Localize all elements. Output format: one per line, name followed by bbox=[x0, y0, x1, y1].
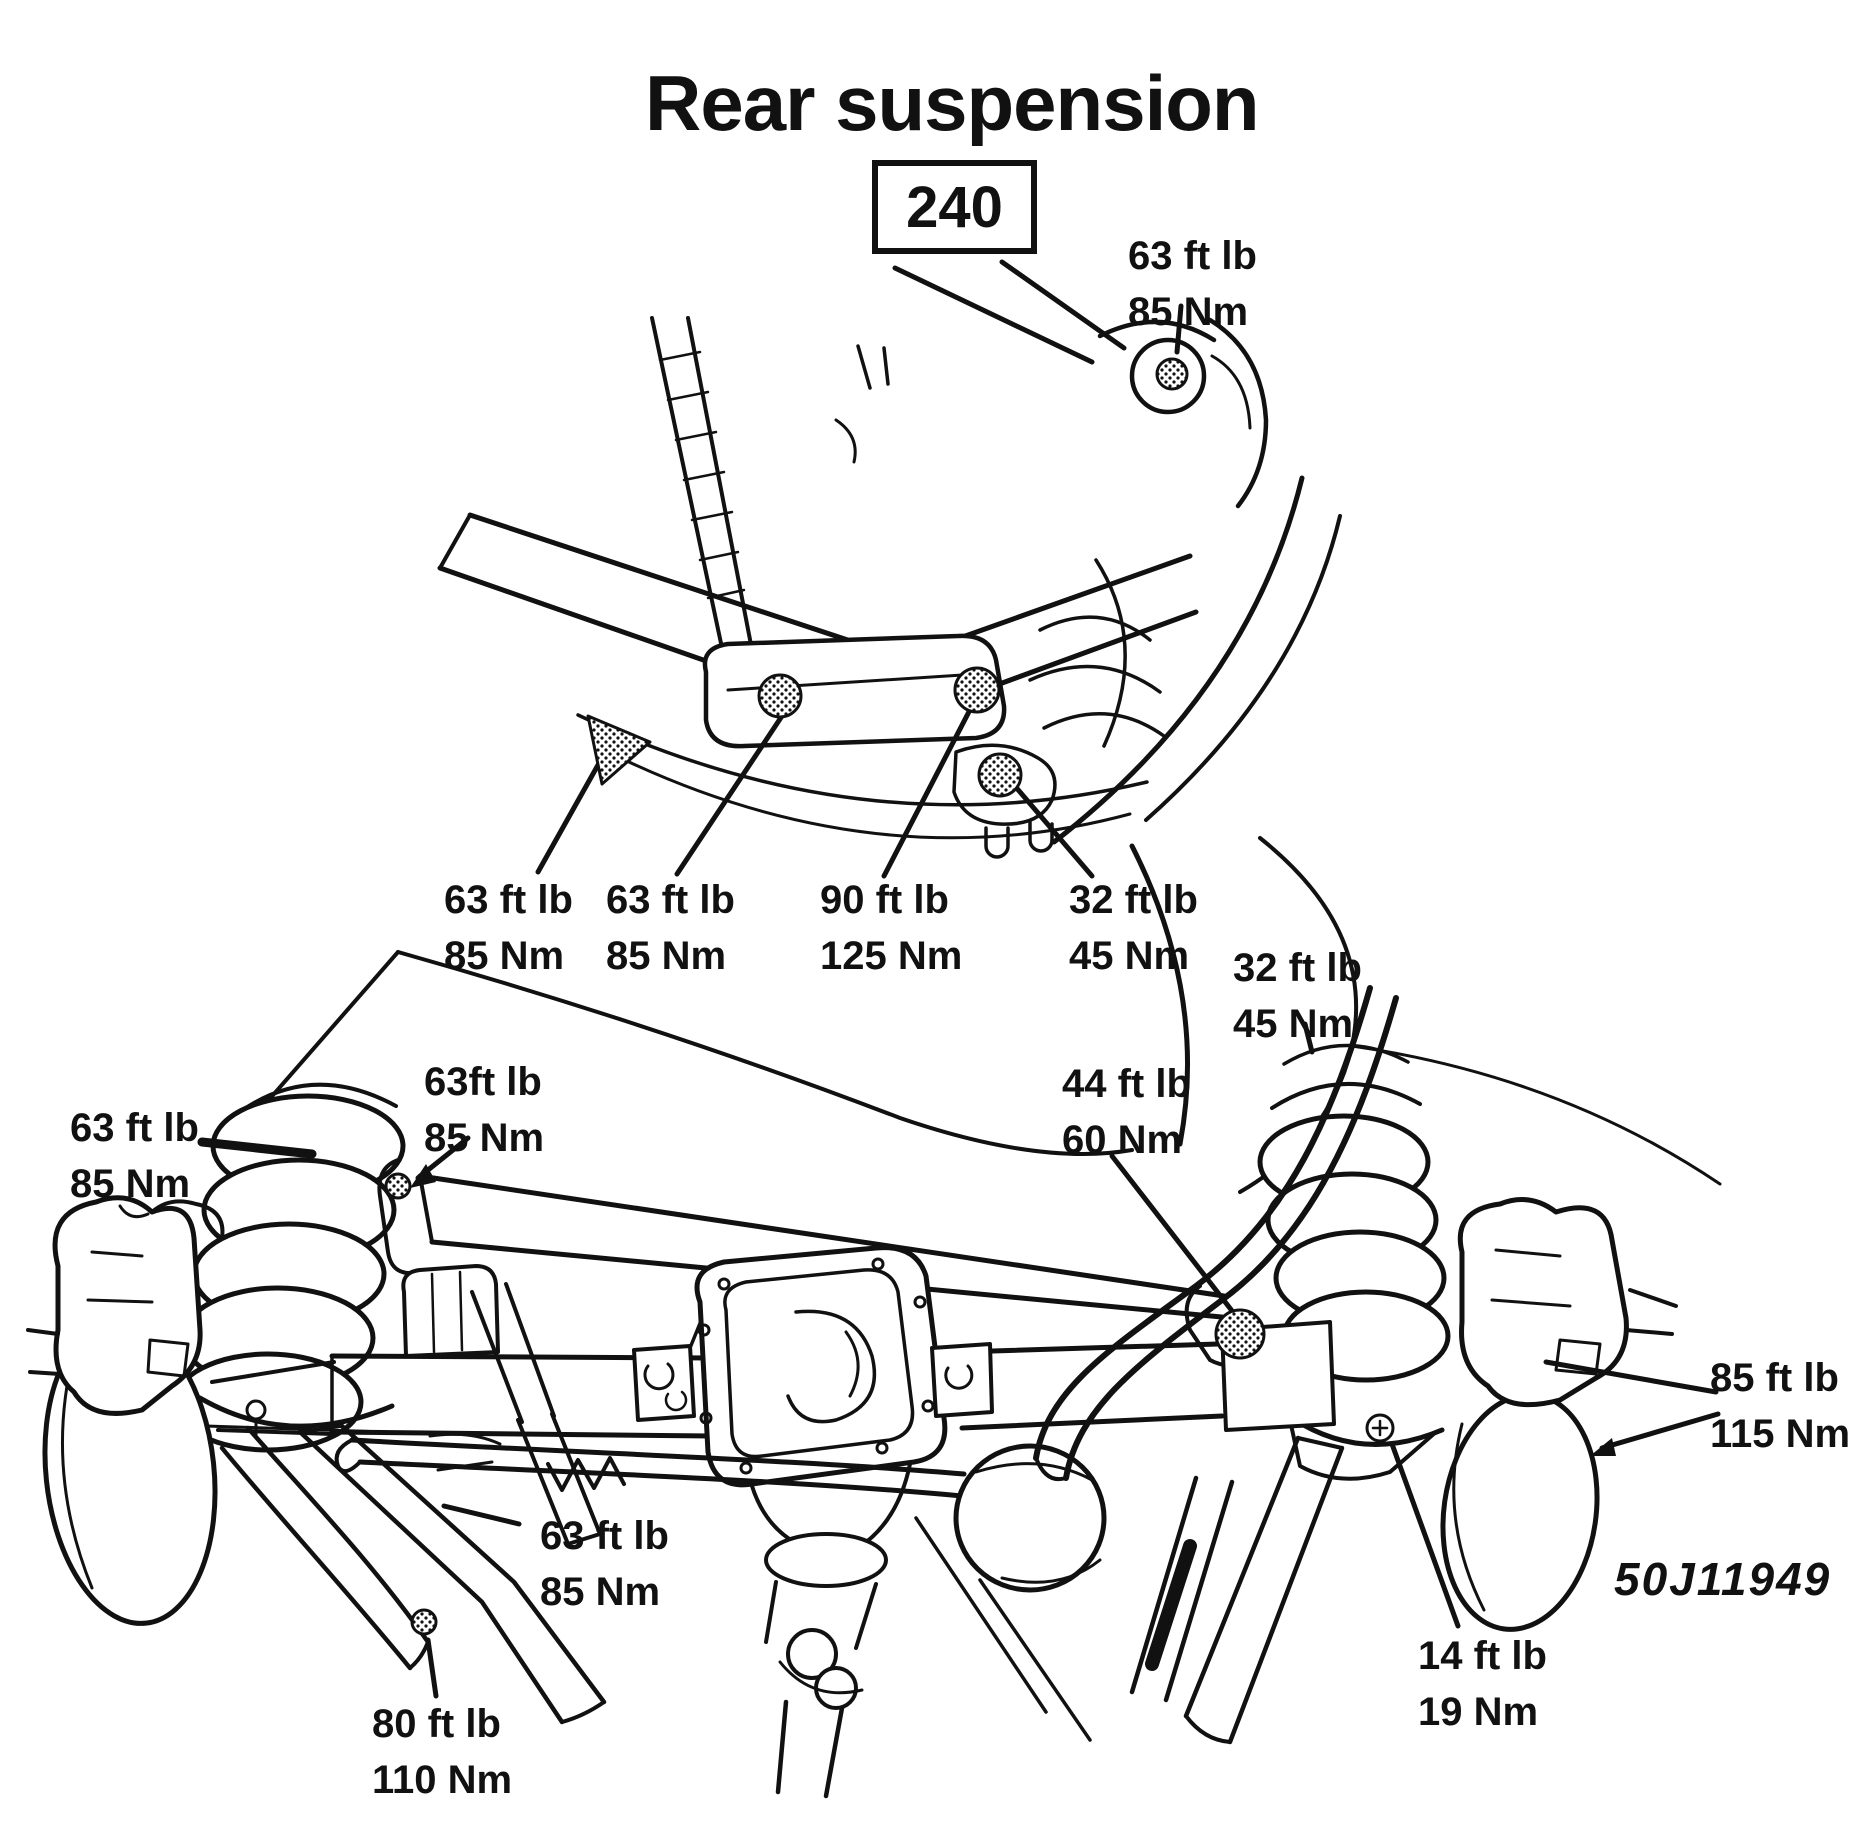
spring-coil-edge bbox=[1038, 615, 1152, 642]
arrowhead-axle-shaft bbox=[1590, 1438, 1616, 1456]
leader-lower-arm bbox=[441, 1503, 522, 1527]
differential bbox=[632, 1245, 994, 1799]
leader-bracket bbox=[1005, 775, 1095, 879]
rear-axle-overview bbox=[26, 836, 1722, 1799]
support-arm-detail-view bbox=[437, 259, 1342, 859]
right-trailing-arms bbox=[914, 1413, 1395, 1745]
left-trailing-arms bbox=[219, 1282, 607, 1725]
bolt-trailing-rear bbox=[410, 1608, 438, 1636]
torque-label-support-arm-bolt-outer: 63 ft lb 85 Nm bbox=[444, 872, 573, 984]
figure-code: 50J11949 bbox=[1614, 1553, 1832, 1605]
torque-label-upper-bushing-bolt: 63 ft lb 85 Nm bbox=[1128, 228, 1257, 340]
sway-bar bbox=[1033, 985, 1399, 1481]
torque-label-shock-upper-nut: 44 ft lb 60 Nm bbox=[1062, 1056, 1191, 1168]
u-joint bbox=[786, 1628, 838, 1680]
leader-axle-shaft-2 bbox=[1599, 1411, 1721, 1451]
bolt-crossmember bbox=[953, 666, 1001, 714]
nut-shock-upper bbox=[1214, 1308, 1266, 1360]
left-spring-seat bbox=[197, 1395, 395, 1429]
right-spring-seat bbox=[1289, 1415, 1445, 1447]
torque-nm: 85 Nm bbox=[70, 1162, 191, 1206]
bolt-support-arm-outer bbox=[586, 714, 652, 786]
leader-spring-seat bbox=[1389, 1441, 1461, 1629]
leader-support-arm-inner bbox=[674, 713, 785, 877]
torque-label-trailing-arm-front-bolt: 63ft lb 85 Nm bbox=[424, 1054, 544, 1166]
torque-ftlb: 85 ft lb bbox=[1710, 1356, 1839, 1400]
torque-label-body-bracket-bolt: 32 ft lb 45 Nm bbox=[1233, 940, 1362, 1052]
leader-spring-retainer bbox=[197, 1137, 317, 1159]
torque-nm: 85 Nm bbox=[424, 1116, 545, 1160]
leader-axle-shaft-1 bbox=[1543, 1359, 1719, 1395]
torque-ftlb: 63 ft lb bbox=[444, 878, 573, 922]
torque-label-axle-shaft-bolts: 85 ft lb 115 Nm bbox=[1710, 1350, 1850, 1462]
torque-label-bracket-bolt: 32 ft lb 45 Nm bbox=[1069, 872, 1198, 984]
torque-label-spring-seat-bolt: 14 ft lb 19 Nm bbox=[1418, 1628, 1547, 1740]
torque-nm: 85 Nm bbox=[540, 1570, 661, 1614]
leader-crossmember bbox=[881, 699, 977, 879]
torque-nm: 115 Nm bbox=[1710, 1412, 1851, 1456]
torque-ftlb: 90 ft lb bbox=[820, 878, 949, 922]
muffler bbox=[953, 1443, 1107, 1593]
torque-nm: 60 Nm bbox=[1062, 1118, 1183, 1162]
torque-ftlb: 63 ft lb bbox=[540, 1514, 669, 1558]
torque-label-support-arm-bolt-inner: 63 ft lb 85 Nm bbox=[606, 872, 735, 984]
torque-nm: 85 Nm bbox=[606, 934, 727, 978]
bolt-support-arm-inner bbox=[757, 673, 803, 719]
spring-coil-edge bbox=[1042, 712, 1166, 738]
bolt-trailing-front bbox=[384, 1172, 412, 1200]
torque-ftlb: 44 ft lb bbox=[1062, 1062, 1191, 1106]
torque-ftlb: 80 ft lb bbox=[372, 1702, 501, 1746]
torque-nm: 45 Nm bbox=[1069, 934, 1190, 978]
pinion-flange bbox=[764, 1532, 888, 1588]
torque-nm: 19 Nm bbox=[1418, 1690, 1539, 1734]
exhaust bbox=[334, 1437, 1107, 1593]
spring-coil-edge bbox=[1028, 664, 1162, 694]
leader-trailing-rear bbox=[425, 1637, 439, 1699]
bump-stop bbox=[401, 1264, 500, 1358]
fasteners bbox=[384, 357, 1266, 1636]
right-wheel-arch bbox=[1129, 843, 1191, 1147]
model-badge: 240 bbox=[872, 160, 1037, 254]
left-brake bbox=[26, 1195, 336, 1626]
diff-cover bbox=[694, 1245, 948, 1488]
post-hatching bbox=[658, 350, 746, 600]
left-caliper bbox=[52, 1195, 203, 1416]
body-line-center bbox=[396, 950, 1134, 1156]
model-badge-text: 240 bbox=[906, 174, 1003, 240]
torque-ftlb: 14 ft lb bbox=[1418, 1634, 1547, 1678]
torque-label-spring-retainer-left: 63 ft lb 85 Nm bbox=[70, 1100, 199, 1212]
torque-nm: 110 Nm bbox=[372, 1758, 513, 1802]
torque-ftlb: 63 ft lb bbox=[1128, 234, 1257, 278]
torque-ftlb: 63 ft lb bbox=[606, 878, 735, 922]
torque-label-crossmember-bolt: 90 ft lb 125 Nm bbox=[820, 872, 962, 984]
arrowhead-trailing-front bbox=[410, 1164, 436, 1188]
torque-label-lower-arm-bolt: 63 ft lb 85 Nm bbox=[540, 1508, 669, 1620]
bolt-upper-bushing bbox=[1155, 357, 1189, 391]
right-brake bbox=[1220, 1197, 1678, 1632]
leader-lines bbox=[197, 303, 1721, 1699]
right-shock bbox=[1129, 1475, 1235, 1703]
torque-nm: 85 Nm bbox=[1128, 290, 1249, 334]
axle-end bbox=[1624, 1288, 1678, 1336]
left-shock bbox=[470, 1282, 556, 1424]
torque-ftlb: 32 ft lb bbox=[1233, 946, 1362, 990]
torque-ftlb: 63ft lb bbox=[424, 1060, 542, 1104]
torque-nm: 85 Nm bbox=[444, 934, 565, 978]
leader-body-bracket bbox=[1302, 1021, 1315, 1055]
leader-shock-upper bbox=[1109, 1153, 1239, 1319]
torque-nm: 125 Nm bbox=[820, 934, 963, 978]
torque-ftlb: 63 ft lb bbox=[70, 1106, 199, 1150]
torque-label-trailing-arm-rear-bolt: 80 ft lb 110 Nm bbox=[372, 1696, 512, 1808]
torque-nm: 45 Nm bbox=[1233, 1002, 1354, 1046]
leader-upper-bushing bbox=[1174, 303, 1184, 355]
bolt-bracket bbox=[977, 752, 1023, 798]
driveshaft bbox=[775, 1699, 845, 1799]
torque-ftlb: 32 ft lb bbox=[1069, 878, 1198, 922]
leader-arrowheads bbox=[410, 1164, 1616, 1456]
page-title: Rear suspension bbox=[645, 59, 1260, 147]
